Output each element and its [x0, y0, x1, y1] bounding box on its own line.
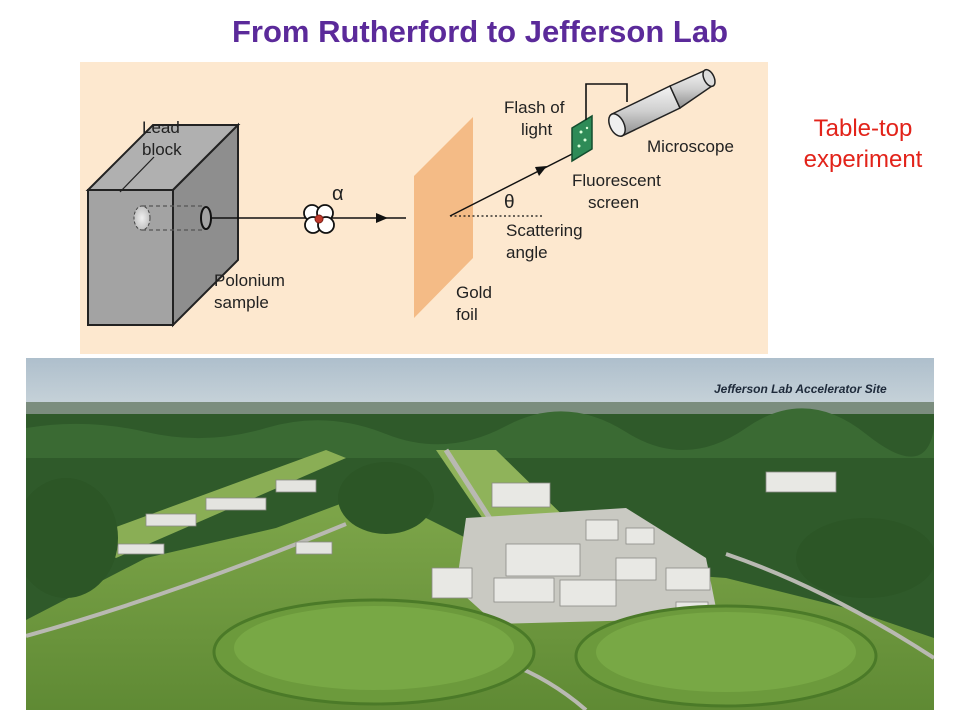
- table-top-label: Table-top experiment: [778, 113, 948, 175]
- gold-foil: [414, 117, 473, 318]
- scattered-arrowhead: [535, 166, 547, 176]
- scattered-beam: [449, 149, 581, 217]
- lead-block: [85, 122, 241, 328]
- side-label-line-1: Table-top: [813, 115, 913, 142]
- theta-label: θ: [504, 192, 515, 213]
- lab-buildings: [431, 471, 837, 619]
- linac-buildings-left: [117, 479, 333, 555]
- microscope-label: Microscope: [647, 137, 734, 156]
- road-right: [725, 552, 934, 660]
- photo-caption: Jefferson Lab Accelerator Site: [714, 382, 887, 396]
- sky: [26, 358, 934, 410]
- trees-left: [26, 478, 118, 598]
- arc-berm-right-top: [596, 612, 856, 692]
- slide-title: From Rutherford to Jefferson Lab: [231, 14, 728, 49]
- beam-arrowhead: [376, 213, 388, 223]
- microscope-icon: [585, 68, 716, 138]
- alpha-label: α: [332, 183, 344, 205]
- trees-center: [338, 462, 434, 534]
- side-label-line-2: experiment: [803, 146, 923, 173]
- forest-texture: [26, 408, 934, 458]
- lead-block-pointer: [119, 156, 155, 193]
- alpha-particle-icon: [303, 204, 335, 234]
- jefferson-lab-aerial-photo: Jefferson Lab Accelerator Site: [26, 358, 934, 710]
- arc-berm-left-top: [234, 606, 514, 690]
- fluorescent-screen: [571, 114, 593, 163]
- trees-right: [796, 518, 934, 598]
